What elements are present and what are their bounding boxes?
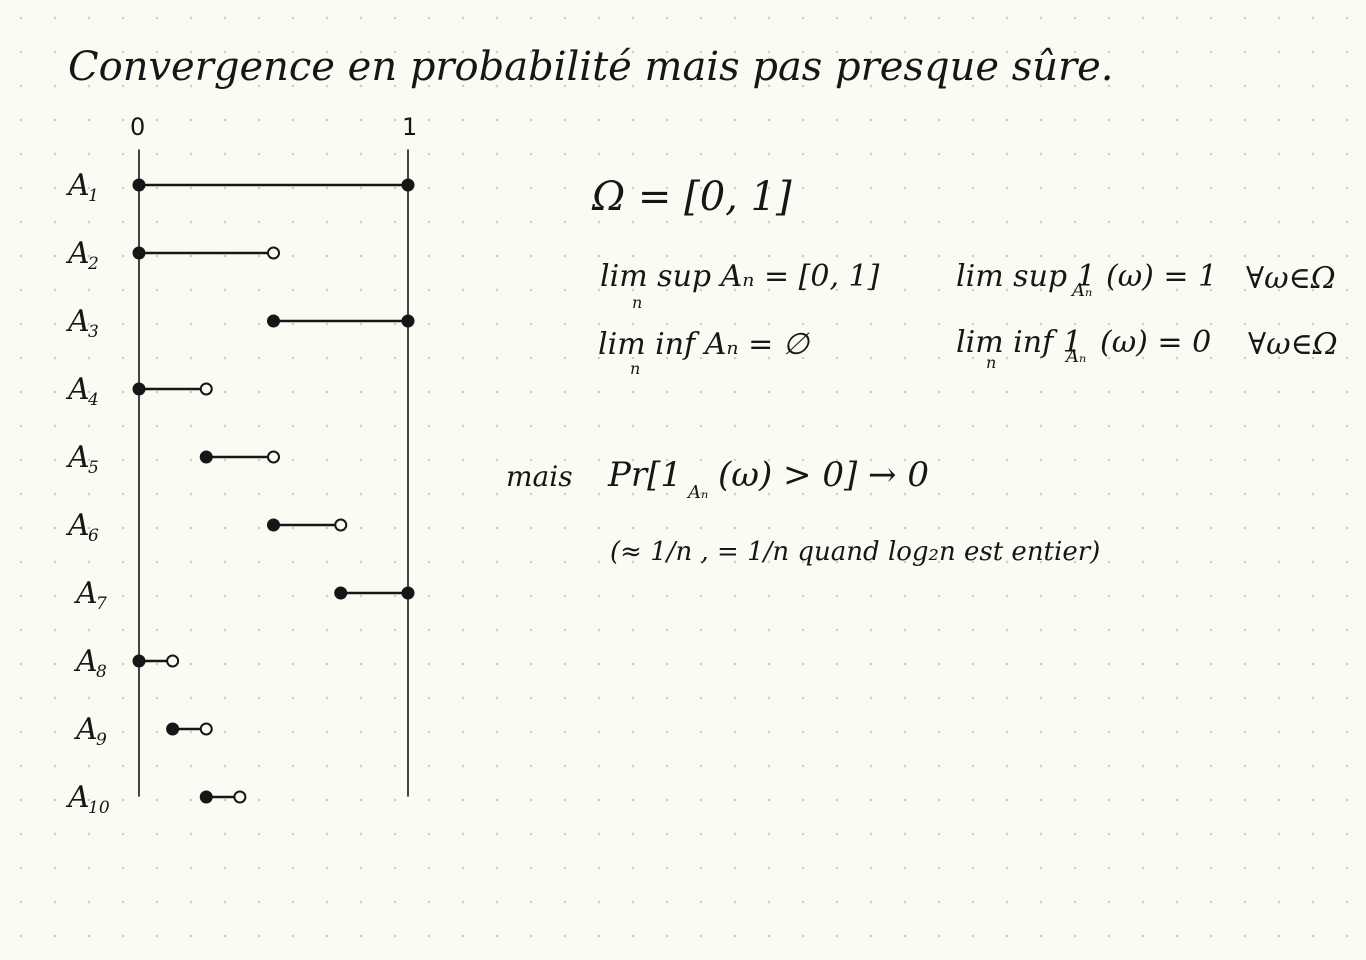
interval-row: A1 bbox=[65, 168, 415, 206]
interval-label: A bbox=[65, 372, 90, 407]
liminf-forall: ∀ω∈Ω bbox=[1248, 327, 1338, 362]
liminf-set-formula: lim inf Aₙ = ∅ bbox=[598, 327, 811, 362]
interval-label-subscript: 9 bbox=[96, 730, 107, 750]
interval-end-point-closed bbox=[401, 178, 415, 192]
interval-end-point-open bbox=[267, 450, 280, 464]
liminf-indicator-index: n bbox=[986, 353, 996, 372]
limsup-set-formula: lim sup Aₙ = [0, 1] bbox=[600, 259, 880, 294]
interval-end-point-open bbox=[199, 722, 213, 736]
interval-start-point-closed bbox=[334, 586, 348, 600]
limsup-indicator-value: (ω) = 1 bbox=[1106, 259, 1217, 294]
interval-label: A bbox=[73, 712, 98, 747]
interval-label: A bbox=[65, 168, 90, 203]
remark-rate-note: (≈ 1/n , = 1/n quand log₂n est entier) bbox=[610, 537, 1100, 567]
interval-label-subscript: 4 bbox=[87, 390, 99, 410]
interval-label-subscript: 1 bbox=[88, 186, 99, 206]
interval-start-point-closed bbox=[199, 450, 213, 464]
omega-definition: Ω = [0, 1] bbox=[591, 174, 792, 220]
interval-label: A bbox=[65, 508, 90, 543]
interval-start-point-closed bbox=[267, 314, 280, 328]
interval-end-point-open bbox=[233, 790, 247, 804]
interval-row: A6 bbox=[65, 508, 348, 546]
interval-start-point-closed bbox=[166, 722, 180, 736]
axis-label-zero: 0 bbox=[130, 113, 145, 141]
interval-row: A9 bbox=[73, 712, 213, 750]
interval-start-point-closed bbox=[199, 790, 213, 804]
liminf-indicator-formula: lim inf 1 bbox=[956, 325, 1082, 360]
interval-label-subscript: 2 bbox=[87, 254, 99, 274]
limsup-forall: ∀ω∈Ω bbox=[1246, 261, 1336, 296]
limsup-indicator-subscript: Aₙ bbox=[1070, 280, 1092, 301]
interval-label-subscript: 7 bbox=[96, 594, 107, 614]
remark: mais Pr[1 Aₙ (ω) > 0] → 0 (≈ 1/n , = 1/n… bbox=[506, 455, 1100, 567]
interval-start-point-closed bbox=[132, 246, 146, 260]
interval-start-point-closed bbox=[132, 382, 146, 396]
interval-label: A bbox=[65, 236, 90, 271]
interval-label: A bbox=[65, 780, 90, 815]
remark-probability-subscript: Aₙ bbox=[686, 482, 708, 503]
remark-probability-value: (ω) > 0] → 0 bbox=[718, 455, 929, 495]
limsup-indicator-formula: lim sup 1 bbox=[956, 259, 1096, 294]
interval-label: A bbox=[65, 304, 90, 339]
interval-row: A4 bbox=[65, 372, 213, 410]
interval-label-subscript: 10 bbox=[88, 798, 110, 818]
interval-label: A bbox=[73, 644, 98, 679]
interval-row: A7 bbox=[73, 576, 415, 614]
page-title: Convergence en probabilité mais pas pres… bbox=[68, 44, 1114, 90]
interval-label-subscript: 3 bbox=[88, 322, 99, 342]
interval-row: A10 bbox=[65, 780, 247, 818]
interval-start-point-closed bbox=[132, 654, 146, 668]
interval-end-point-open bbox=[334, 518, 348, 532]
liminf-set-index: n bbox=[630, 359, 640, 378]
interval-start-point-closed bbox=[267, 518, 280, 532]
interval-row: A3 bbox=[65, 304, 415, 342]
interval-start-point-closed bbox=[132, 178, 146, 192]
interval-end-point-open bbox=[267, 246, 280, 260]
interval-row: A2 bbox=[65, 236, 280, 274]
interval-end-point-closed bbox=[401, 586, 415, 600]
remark-mais: mais bbox=[506, 460, 573, 493]
interval-label-subscript: 6 bbox=[88, 526, 99, 546]
interval-end-point-closed bbox=[401, 314, 415, 328]
interval-end-point-open bbox=[166, 654, 180, 668]
liminf-indicator-subscript: Aₙ bbox=[1064, 346, 1086, 367]
axis-label-one: 1 bbox=[402, 113, 417, 141]
interval-label: A bbox=[73, 576, 98, 611]
liminf-indicator-value: (ω) = 0 bbox=[1100, 325, 1211, 360]
interval-label-subscript: 8 bbox=[96, 662, 107, 682]
interval-row: A5 bbox=[65, 440, 280, 478]
remark-probability-statement: Pr[1 bbox=[607, 455, 682, 495]
interval-end-point-open bbox=[199, 382, 213, 396]
interval-label: A bbox=[65, 440, 90, 475]
interval-row: A8 bbox=[73, 644, 180, 682]
limsup-set-index: n bbox=[632, 293, 642, 312]
interval-label-subscript: 5 bbox=[88, 458, 99, 478]
formulas: Ω = [0, 1] lim sup Aₙ = [0, 1] n lim inf… bbox=[591, 174, 1338, 378]
